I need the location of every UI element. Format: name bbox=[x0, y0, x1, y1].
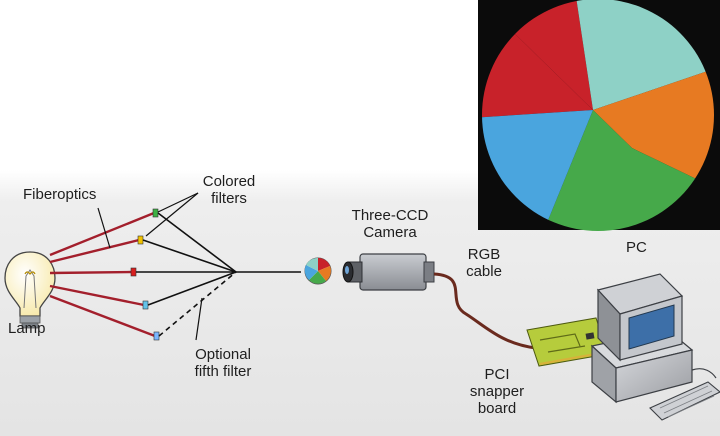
label-camera-line-1: Three-CCD bbox=[351, 207, 429, 224]
label-rgb-cable-line-2: cable bbox=[466, 263, 502, 280]
label-pci-board-line-1: PCI bbox=[484, 366, 510, 383]
convergence-lines bbox=[136, 212, 301, 337]
label-camera: Three-CCD Camera bbox=[337, 207, 443, 241]
label-lamp: Lamp bbox=[8, 320, 46, 337]
leader-lines bbox=[97, 192, 203, 341]
label-colored-filters-line-2: filters bbox=[211, 190, 247, 207]
label-rgb-cable-line-1: RGB bbox=[467, 246, 501, 263]
label-pc: PC bbox=[626, 239, 647, 256]
filter-wheel-icon bbox=[304, 257, 332, 285]
label-pci-board-line-3: board bbox=[477, 400, 517, 417]
label-colored-filters: Colored filters bbox=[186, 173, 272, 207]
label-pci-board-line-2: snapper bbox=[469, 383, 525, 400]
label-colored-filters-line-1: Colored bbox=[202, 173, 256, 190]
pc-icon bbox=[590, 273, 720, 421]
label-optional-filter-line-2: fifth filter bbox=[194, 363, 252, 380]
label-optional-filter-line-1: Optional bbox=[195, 346, 251, 363]
camera-icon bbox=[342, 253, 435, 291]
rgb-cable bbox=[433, 272, 537, 350]
pci-board-icon bbox=[526, 317, 609, 367]
lamp-icon bbox=[4, 251, 56, 329]
label-rgb-cable: RGB cable bbox=[458, 246, 510, 280]
label-pci-board: PCI snapper board bbox=[463, 366, 531, 417]
label-optional-filter: Optional fifth filter bbox=[175, 346, 271, 380]
sample-image bbox=[478, 0, 720, 231]
label-fiberoptics: Fiberoptics bbox=[23, 186, 97, 203]
fiberoptic-bundle bbox=[49, 211, 156, 338]
label-camera-line-2: Camera bbox=[363, 224, 417, 241]
